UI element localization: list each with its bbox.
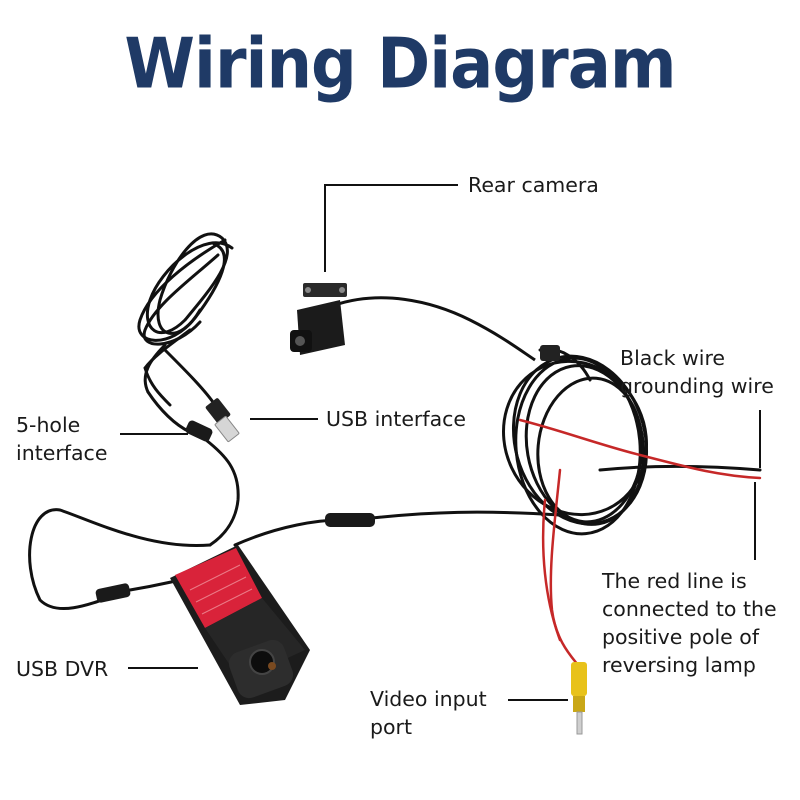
five-hole-connector — [185, 420, 213, 442]
bundle-connector — [540, 345, 560, 361]
red-wires — [518, 418, 762, 667]
usb-plug-icon — [163, 348, 240, 443]
inline-connector — [95, 583, 131, 603]
label-black-wire: Black wire grounding wire — [620, 344, 774, 400]
label-red-line-line1: The red line is — [602, 569, 747, 593]
coiled-usb-cable — [137, 232, 234, 407]
label-five-hole-line2: interface — [16, 441, 108, 465]
rear-camera-icon — [290, 283, 347, 355]
label-black-wire-line1: Black wire — [620, 346, 726, 370]
label-five-hole-line1: 5-hole — [16, 413, 81, 437]
label-usb-dvr: USB DVR — [16, 657, 109, 681]
main-cable — [233, 510, 562, 547]
label-black-wire-line2: grounding wire — [620, 374, 774, 398]
rear-camera-leader — [324, 184, 458, 272]
leader-lines — [120, 184, 761, 701]
label-five-hole-interface: 5-hole interface — [16, 411, 107, 467]
rear-camera-cable — [334, 296, 536, 362]
label-video-input-line1: Video input — [370, 687, 487, 711]
label-rear-camera: Rear camera — [468, 173, 599, 197]
dash-camera-icon — [170, 545, 310, 705]
label-video-input: Video input port — [370, 685, 487, 741]
main-cable-connector — [325, 513, 375, 527]
label-usb-interface: USB interface — [326, 407, 467, 431]
rca-connector-icon — [571, 662, 587, 735]
label-video-input-line2: port — [370, 715, 413, 739]
label-red-line-line4: reversing lamp — [602, 653, 756, 677]
label-red-line-line2: connected to the — [602, 597, 777, 621]
label-red-line: The red line is connected to the positiv… — [602, 567, 777, 679]
label-red-line-line3: positive pole of — [602, 625, 760, 649]
page-title: Wiring Diagram — [124, 25, 676, 105]
